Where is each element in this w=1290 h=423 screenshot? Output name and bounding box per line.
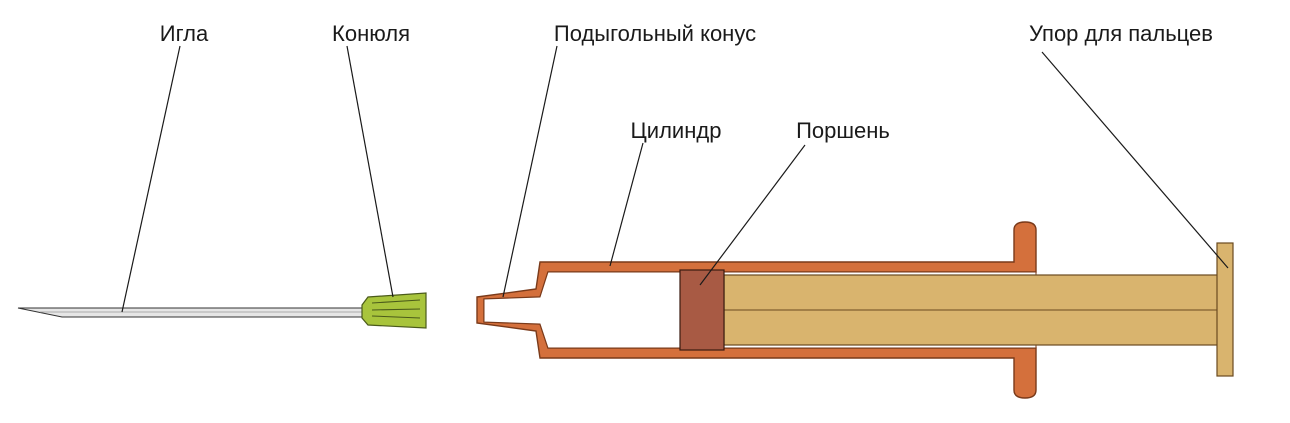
leader-piston	[699, 144, 806, 286]
leader-needle	[121, 45, 181, 313]
label-finger-rest: Упор для пальцев	[1029, 21, 1213, 46]
needle-shaft	[17, 307, 363, 318]
finger-rest	[1216, 242, 1234, 377]
needle-hub	[361, 292, 427, 329]
label-cylinder: Цилиндр	[631, 118, 722, 143]
leader-cylinder	[609, 142, 644, 267]
label-needle: Игла	[160, 21, 209, 46]
leader-needle-cone	[502, 45, 558, 298]
label-piston: Поршень	[796, 118, 890, 143]
plunger-rod	[723, 274, 1219, 346]
piston	[679, 269, 725, 351]
label-needle-cone: Подыгольный конус	[554, 21, 756, 46]
leader-cannula	[346, 45, 394, 298]
label-cannula: Конюля	[332, 21, 410, 46]
leader-finger-rest	[1041, 51, 1229, 269]
